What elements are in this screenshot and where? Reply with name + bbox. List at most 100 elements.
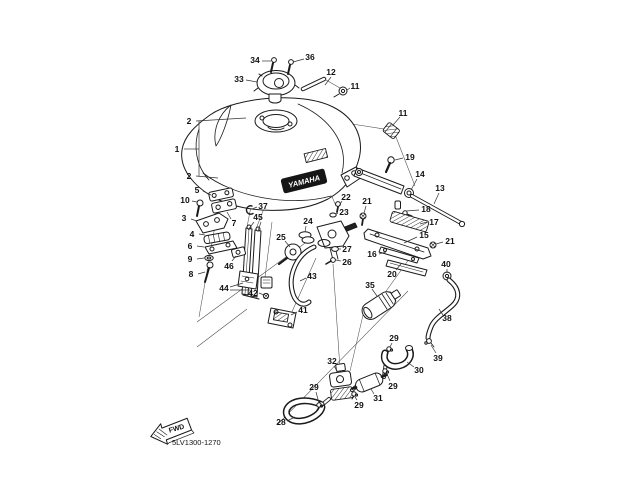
callout-42-leader: [258, 292, 265, 296]
callout-26: 26: [342, 257, 352, 267]
callout-17-leader: [419, 221, 428, 225]
callout-32: 32: [327, 356, 337, 366]
callout-34: 34: [250, 55, 260, 65]
tank-emblem: [303, 147, 329, 164]
callout-36: 36: [305, 52, 315, 62]
callout-41-leader: [290, 311, 298, 316]
callout-21: 21: [362, 196, 372, 206]
filler-neck-ring: [254, 109, 298, 133]
callout-19: 19: [405, 152, 415, 162]
callout-37: 37: [258, 201, 268, 211]
callout-16: 16: [367, 249, 377, 259]
callout-44: 44: [219, 283, 229, 293]
callout-11: 11: [351, 81, 360, 91]
callout-42: 42: [248, 288, 258, 298]
callout-23-leader: [335, 212, 339, 215]
callout-21-leader: [363, 205, 367, 214]
callout-29: 29: [354, 400, 364, 410]
plate-15: [363, 228, 432, 260]
cock-body: [316, 220, 350, 249]
callout-18: 18: [421, 204, 431, 214]
callout-21-leader: [435, 241, 444, 245]
bracket-46: [231, 246, 246, 258]
filter-31: [351, 372, 388, 393]
callout-38: 38: [442, 313, 452, 323]
bracket-41: [267, 307, 297, 329]
callout-31-leader: [370, 388, 375, 395]
washer-23: [329, 212, 337, 218]
callout-29-leader: [389, 342, 393, 348]
callout-33-leader: [245, 79, 258, 83]
breather-pipe-and-clamps: [300, 76, 400, 139]
bolt-8: [204, 261, 214, 283]
callout-29: 29: [389, 333, 399, 343]
callout-2-leader: [195, 117, 247, 122]
callout-30-leader: [406, 361, 415, 368]
bracket-7: [211, 198, 237, 214]
callout-38-leader: [438, 308, 444, 316]
callout-45-leader: [257, 221, 262, 232]
callout-29-leader: [315, 391, 320, 404]
callout-26-leader: [335, 259, 342, 262]
callout-45: 45: [253, 212, 263, 222]
clamp-29: [386, 346, 394, 355]
clamp-11-upper: [333, 86, 348, 98]
damper-17: [389, 211, 430, 233]
bracket-5: [208, 187, 234, 202]
callout-29: 29: [309, 382, 319, 392]
callout-25: 25: [276, 232, 286, 242]
callout-44-leader: [229, 282, 244, 288]
callout-11: 11: [399, 108, 408, 118]
callout-46-leader: [231, 255, 237, 262]
callout-29: 29: [388, 381, 398, 391]
callout-12-leader: [324, 76, 332, 86]
callout-15-leader: [403, 236, 418, 244]
callout-12: 12: [326, 67, 336, 77]
callout-23: 23: [339, 207, 349, 217]
callout-9-leader: [196, 257, 205, 260]
screw-26: [330, 257, 336, 263]
clamps-29: [316, 346, 394, 411]
callout-33: 33: [234, 74, 244, 84]
callout-45-leader: [247, 221, 255, 231]
callout-11-leader: [346, 87, 351, 91]
callout-8-leader: [197, 271, 206, 275]
callout-6-leader: [196, 245, 205, 248]
callout-35: 35: [365, 280, 375, 290]
front-bracket-cluster: [195, 187, 238, 283]
callout-7: 7: [232, 218, 237, 228]
callout-24: 24: [303, 216, 313, 226]
callout-27: 27: [342, 244, 352, 254]
cock-lever: [344, 222, 358, 232]
sender-connector: [260, 276, 273, 289]
part-code: 5LV1300-1270: [172, 438, 221, 447]
clamp-29: [382, 368, 390, 377]
callout-31: 31: [373, 393, 383, 403]
callout-22-leader: [338, 200, 343, 207]
callout-20: 20: [387, 269, 397, 279]
callout-20-leader: [395, 263, 402, 271]
callout-25-leader: [284, 240, 291, 248]
callout-28-leader: [286, 416, 296, 422]
callout-1: 1: [175, 144, 180, 154]
callout-19-leader: [394, 157, 404, 161]
washer-9: [204, 254, 214, 262]
callout-16-leader: [378, 251, 387, 255]
damper-4: [203, 231, 231, 245]
clamp-29: [351, 391, 359, 400]
callout-29-leader: [354, 396, 358, 401]
strip-20: [385, 259, 428, 277]
callout-41: 41: [298, 305, 308, 315]
callout-10: 10: [180, 195, 190, 205]
strip-16: [378, 246, 420, 264]
callout-10-leader: [191, 200, 198, 203]
screw-22: [335, 201, 341, 207]
callout-9: 9: [188, 254, 193, 264]
bracket-42: [237, 270, 270, 300]
callout-2: 2: [187, 171, 192, 181]
callout-8: 8: [189, 269, 194, 279]
callout-14: 14: [415, 169, 425, 179]
clip-37: [245, 205, 254, 215]
